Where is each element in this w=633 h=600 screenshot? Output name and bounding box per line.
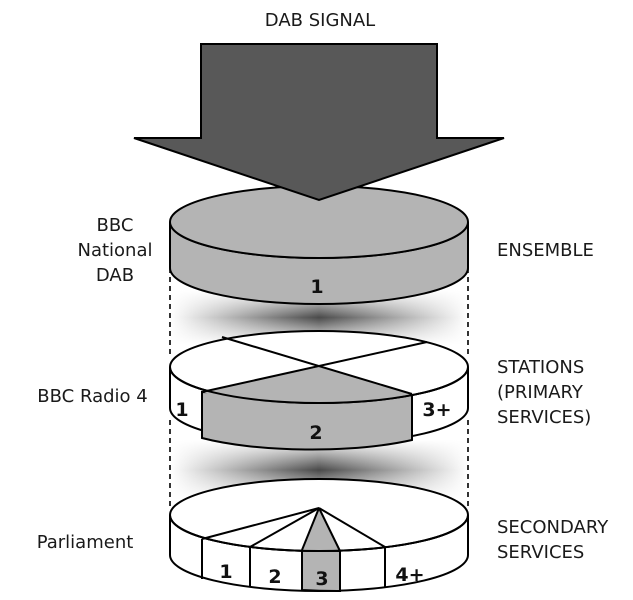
secondary-cylinder bbox=[169, 478, 469, 593]
secondary-left-label: Parliament bbox=[36, 532, 134, 553]
dab-signal-arrow bbox=[133, 43, 505, 202]
ensemble-left-label: BBC National DAB bbox=[77, 215, 153, 286]
stations-right-label: STATIONS (PRIMARY SERVICES) bbox=[497, 357, 592, 428]
station-segment-1: 1 bbox=[175, 399, 188, 421]
secondary-segment-3: 3 bbox=[315, 568, 328, 590]
secondary-segment-2: 2 bbox=[268, 566, 281, 588]
secondary-segment-4plus: 4+ bbox=[395, 564, 424, 586]
station-2-segment bbox=[201, 390, 413, 451]
secondary-right-label: SECONDARY SERVICES bbox=[497, 517, 609, 563]
station-segment-2: 2 bbox=[309, 422, 322, 444]
secondary-segment-1: 1 bbox=[219, 561, 232, 583]
stations-left-label: BBC Radio 4 bbox=[37, 386, 148, 407]
diagram-title: DAB SIGNAL bbox=[264, 10, 376, 31]
stations-cylinder bbox=[169, 330, 469, 451]
secondary-3-segment bbox=[301, 548, 341, 593]
station-segment-3plus: 3+ bbox=[422, 399, 451, 421]
ensemble-segment-1: 1 bbox=[310, 276, 323, 298]
ensemble-right-label: ENSEMBLE bbox=[497, 240, 594, 261]
